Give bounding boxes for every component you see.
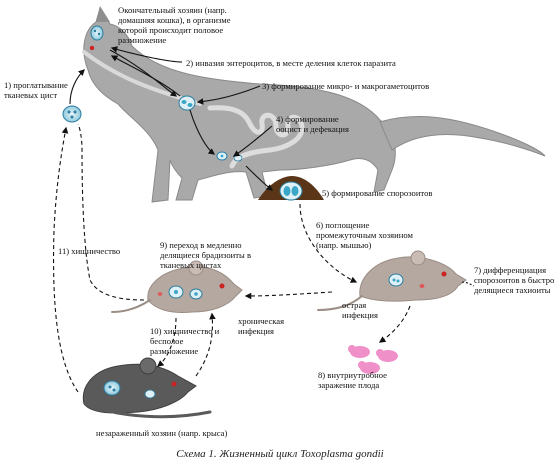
chronic-infection-label: хроническая инфекция [238,316,285,336]
arrow-oocyst-to-mouse [299,203,358,283]
arrow-rat-to-mouse [195,312,216,377]
cat-intestine-oocyst-icon [216,151,228,161]
step2-label: 2) инвазия энтероцитов, в месте деления … [186,58,396,68]
arrow-head-to-gut [109,49,178,97]
cat-intestine [207,105,305,169]
step7-label: 7) дифференциация спорозоитов в быстро д… [474,265,555,295]
rat-uninfected-host [82,357,212,419]
arrow-mouse-to-cat [77,123,145,301]
cycle-arrows [52,46,475,393]
cat-eye [89,45,95,51]
step8-label: 8) внутриутробное заражение плода [318,370,387,390]
cat-ear [96,6,110,22]
mouse-chronic-host [111,260,243,313]
mouse-red-spot [419,284,425,288]
sporulated-oocyst-icon [258,176,324,201]
caption-species: Toxoplasma gondii [300,448,384,460]
arrow-step3-pointer [196,85,261,105]
step10-label: 10) хищничество и бесполое размножение [150,326,220,356]
step11-label: 11) хищничество [58,246,121,256]
cat-definitive-host [82,6,546,203]
cat-head-cyst-icon [90,25,104,41]
step1-label: 1) проглатывание тканевых цист [4,80,68,100]
arrow-cyst-to-mouth [69,69,85,105]
cat-rectum-oocyst-icon [233,154,243,162]
arrow-step2-pointer [110,46,183,63]
caption-prefix: Схема 1. Жизненный цикл [176,448,301,460]
cat-tail [379,116,546,157]
cat-gut-cyst-icon [178,95,196,111]
arrow-mouse-to-mouse [244,291,333,300]
definitive-host-label: Окончательный хозяин (напр. домашняя кош… [118,5,231,45]
fetus-group [348,345,398,374]
arrow-step7-pointer [461,281,475,287]
acute-infection-label: острая инфекция [342,300,378,320]
arrow-mouse-to-rat [156,317,177,367]
mouse-bradyzoite-cyst-icon [168,285,203,300]
step6-label: 6) поглощение промежуточным хозяином (на… [316,220,413,250]
step4-label: 4) формирование ооцист и дефекация [276,114,349,134]
tissue-cyst-icon [62,105,82,123]
step9-label: 9) переход в медленно делящиеся брадизои… [160,240,252,270]
mouse-tachyzoite-icon [388,273,404,287]
figure-caption: Схема 1. Жизненный цикл Toxoplasma gondi… [0,448,560,460]
arrow-step4-pointer [232,125,273,157]
cat-body [83,6,396,203]
uninfected-host-label: незараженный хозяин (напр. крыса) [96,428,228,438]
step5-label: 5) формирование спорозоитов [322,188,433,198]
arrow-gut-to-intestine [189,109,216,155]
arrow-rat-to-cat [52,126,79,393]
rat-cyst-icon [103,380,156,399]
mouse-intermediate-host [317,250,467,311]
arrow-defecation [245,165,274,191]
arrow-mouse-to-fetus [378,305,411,343]
step3-label: 3) формирование микро- и макрогаметоцито… [262,81,430,91]
